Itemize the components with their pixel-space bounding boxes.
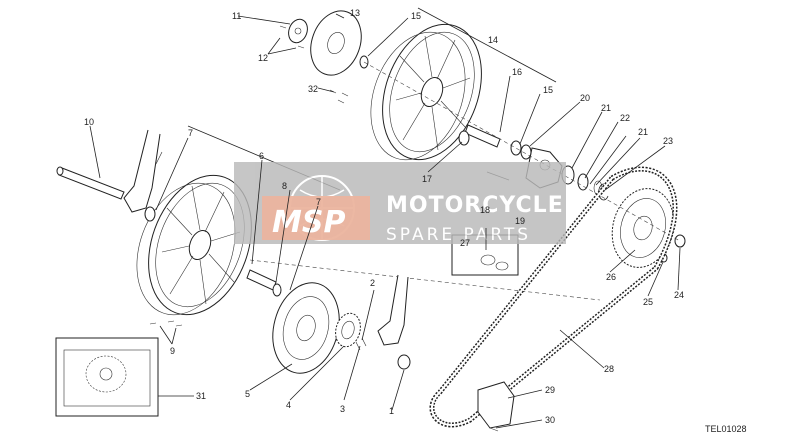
callout-31: 31: [196, 391, 206, 401]
callout-30: 30: [545, 415, 555, 425]
callout-3: 3: [340, 404, 345, 414]
callout-28: 28: [604, 364, 614, 374]
callout-7-right: 7: [316, 197, 321, 207]
drawing-code: TEL01028: [705, 424, 747, 434]
sprocket-inset: [55, 337, 159, 417]
callout-6: 6: [259, 151, 264, 161]
rear-wheel: [370, 23, 482, 161]
callout-32: 32: [308, 84, 318, 94]
right-fork-leg: [377, 274, 411, 370]
callout-19: 19: [515, 216, 525, 226]
callout-9: 9: [170, 346, 175, 356]
callout-22: 22: [620, 113, 630, 123]
callout-4: 4: [286, 400, 291, 410]
callout-27: 27: [460, 238, 470, 248]
callout-23: 23: [663, 136, 673, 146]
rear-spacers: [359, 55, 522, 156]
callout-24: 24: [674, 290, 684, 300]
rear-brake-disc: [310, 10, 362, 76]
drive-chain: [429, 166, 678, 428]
callout-21-bottom: 21: [638, 127, 648, 137]
callout-14: 14: [488, 35, 498, 45]
callout-26: 26: [606, 272, 616, 282]
front-wheel: [136, 174, 252, 316]
callout-15-right: 15: [543, 85, 553, 95]
bearings: [561, 165, 609, 201]
callout-20: 20: [580, 93, 590, 103]
callout-10: 10: [84, 117, 94, 127]
callout-13: 13: [350, 8, 360, 18]
left-fork-leg: [123, 129, 163, 222]
front-axle: [56, 166, 125, 200]
rear-flange: [288, 18, 308, 44]
callout-15-top: 15: [411, 11, 421, 21]
callout-2: 2: [370, 278, 375, 288]
watermark-title: MOTORCYCLE: [386, 193, 564, 218]
chain-guide: [477, 381, 515, 432]
callout-16: 16: [512, 67, 522, 77]
callout-1: 1: [389, 406, 394, 416]
callout-7-left: 7: [188, 128, 193, 138]
callout-29: 29: [545, 385, 555, 395]
callout-11: 11: [232, 11, 241, 21]
small-bolts: [149, 320, 367, 351]
leader-lines: [89, 13, 681, 429]
callout-labels: 1 2 3 4 5 6 7 7 8 9 10 11 12 13 14 15 15…: [84, 8, 684, 425]
callout-5: 5: [245, 389, 250, 399]
callout-12: 12: [258, 53, 268, 63]
callout-21-top: 21: [601, 103, 611, 113]
front-spacer: [246, 269, 282, 297]
watermark-subtitle: SPARE PARTS: [386, 225, 531, 245]
callout-25: 25: [643, 297, 653, 307]
callout-17: 17: [422, 174, 432, 184]
callout-8: 8: [282, 181, 287, 191]
watermark: MSP MOTORCYCLE SPARE PARTS: [234, 162, 566, 245]
callout-18: 18: [480, 205, 490, 215]
